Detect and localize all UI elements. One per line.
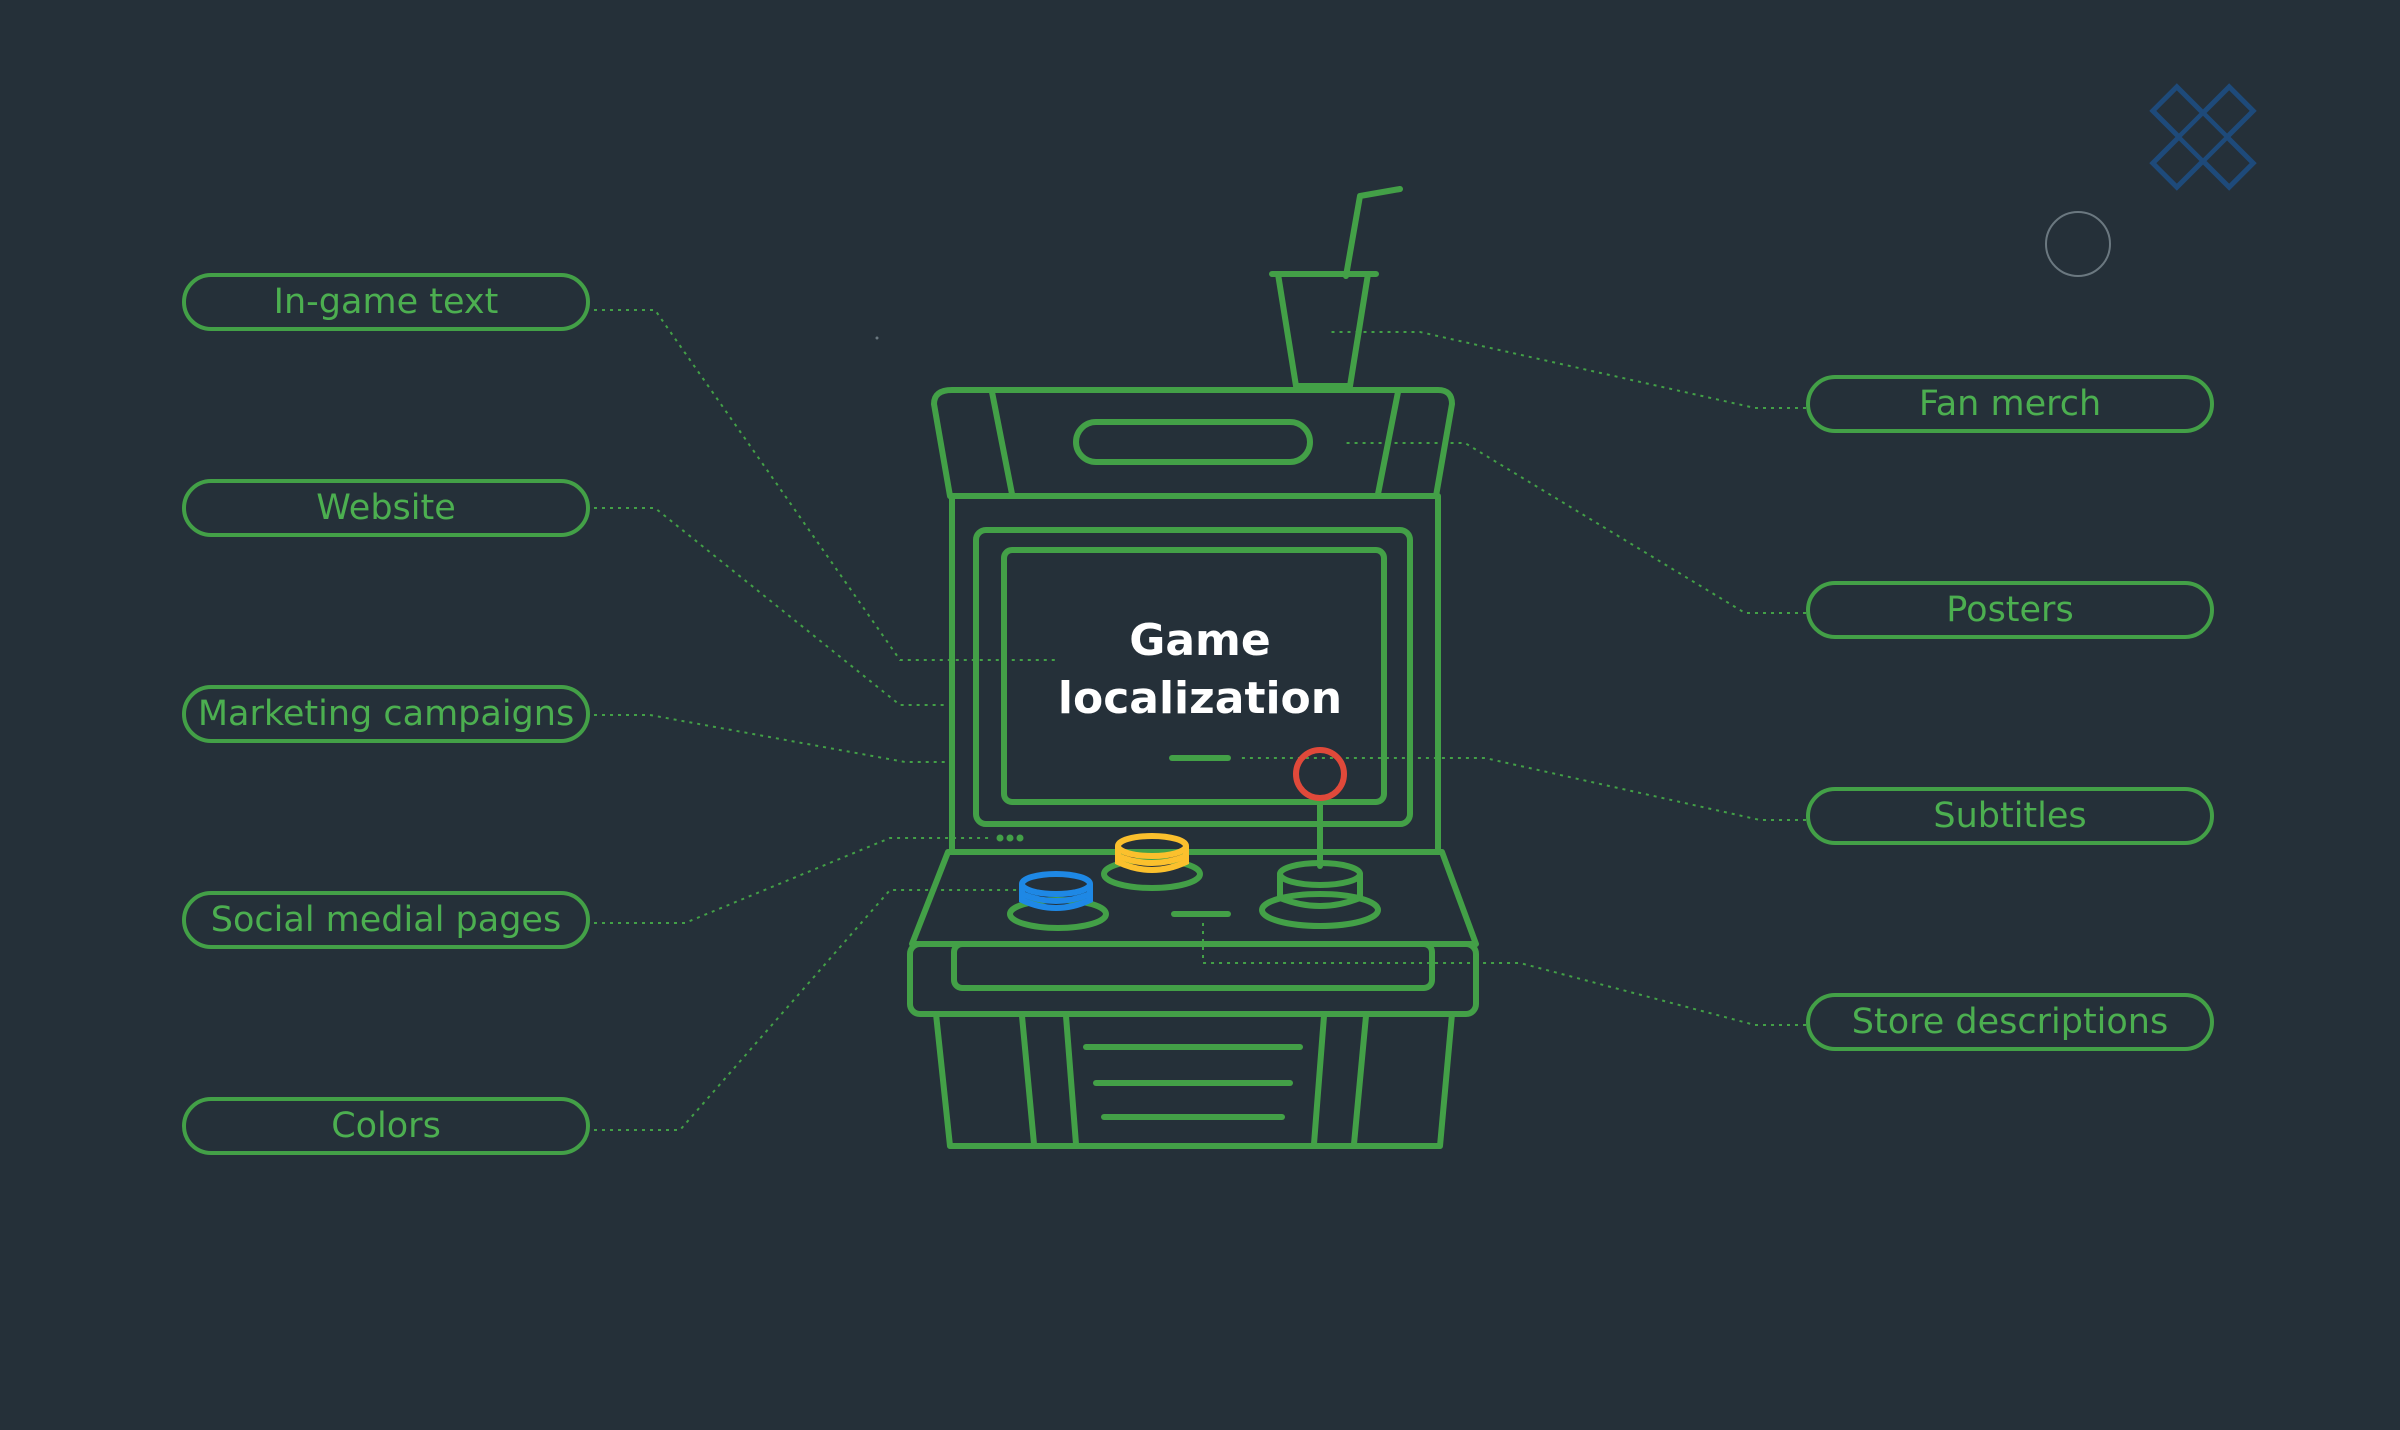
center-title: Game localization	[1020, 612, 1380, 728]
label-website: Website	[182, 479, 590, 537]
label-subtitles: Subtitles	[1806, 787, 2214, 845]
center-title-line1: Game	[1129, 615, 1271, 666]
connector-website	[594, 507, 945, 706]
label-store-descriptions: Store descriptions	[1806, 993, 2214, 1051]
connector-colors	[594, 889, 1020, 1131]
arcade-cabinet-icon	[907, 186, 1479, 1149]
circle-decor-icon	[2045, 211, 2111, 277]
dot-decor	[875, 336, 879, 340]
connector-store	[1202, 922, 1806, 1026]
connector-social	[594, 837, 990, 924]
indicator-dots	[996, 834, 1024, 842]
connector-lines	[594, 309, 1806, 1131]
connector-marketing	[594, 714, 950, 763]
connector-fan-merch	[1328, 331, 1806, 409]
drink-cup-icon	[1269, 186, 1403, 389]
cross-decor-icon	[2149, 83, 2257, 191]
connector-subtitles	[1240, 757, 1806, 821]
yellow-button-icon	[1115, 833, 1189, 873]
connector-posters	[1342, 442, 1806, 614]
connector-in-game-text	[594, 309, 1058, 661]
label-colors: Colors	[182, 1097, 590, 1155]
label-fan-merch: Fan merch	[1806, 375, 2214, 433]
label-marketing-campaigns: Marketing campaigns	[182, 685, 590, 743]
label-in-game-text: In-game text	[182, 273, 590, 331]
blue-button-icon	[1019, 871, 1093, 911]
center-title-line2: localization	[1057, 673, 1343, 724]
label-social-media-pages: Social medial pages	[182, 891, 590, 949]
joystick-knob-icon	[1293, 747, 1347, 801]
label-posters: Posters	[1806, 581, 2214, 639]
